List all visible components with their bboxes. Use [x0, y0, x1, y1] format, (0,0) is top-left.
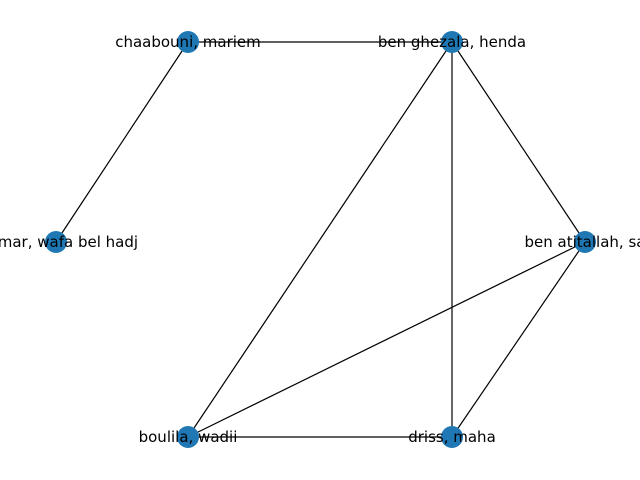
edge-benghezala-benatitallah	[451, 41, 586, 243]
node-benatitallah	[574, 231, 596, 253]
edge-benatitallah-driss	[451, 241, 586, 438]
node-boulila	[177, 426, 199, 448]
node-label-benatitallah: ben atitallah, sa	[525, 233, 640, 251]
edge-benatitallah-boulila	[187, 241, 586, 438]
node-label-boulila: boulila, wadii	[139, 428, 238, 446]
node-label-chaabouni: chaabouni, mariem	[115, 33, 261, 51]
node-label-ammar: ammar, wafa bel hadj	[0, 233, 138, 251]
node-chaabouni	[177, 31, 199, 53]
edge-chaabouni-ammar	[55, 41, 189, 243]
node-ammar	[45, 231, 67, 253]
edge-benghezala-boulila	[187, 41, 453, 438]
edges-layer	[55, 41, 586, 438]
node-label-benghezala: ben ghezala, henda	[378, 33, 526, 51]
labels-layer: chaabouni, mariem ben ghezala, henda ammar…	[0, 33, 640, 446]
node-label-driss: driss, maha	[408, 428, 496, 446]
nodes-layer	[45, 31, 596, 448]
node-driss	[441, 426, 463, 448]
node-benghezala	[441, 31, 463, 53]
